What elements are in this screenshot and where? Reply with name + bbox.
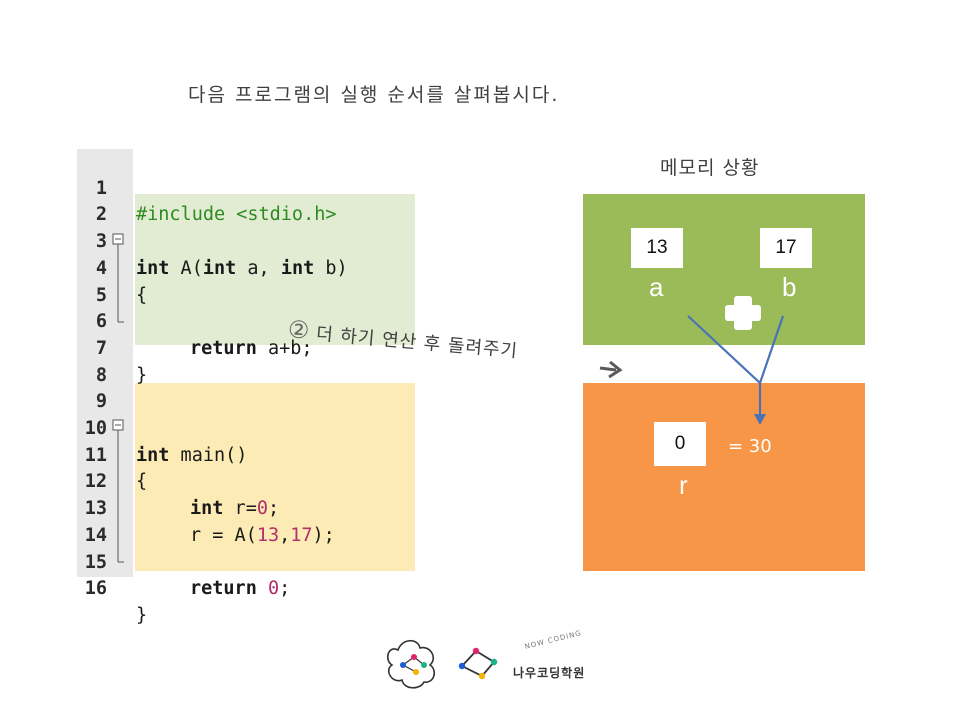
arrow-down-icon	[754, 414, 766, 425]
keyword: return	[190, 578, 257, 600]
code-line: 13 r = A(13,17);	[77, 469, 417, 546]
line-number: 9	[95, 391, 107, 413]
code-text: }	[136, 364, 148, 386]
instruction-title: 다음 프로그램의 실행 순서를 살펴봅시다.	[188, 84, 560, 106]
code-line: 14	[77, 496, 417, 546]
main-memory-frame: 0 r = 30	[583, 383, 865, 571]
code-line: 10 int main()	[77, 389, 417, 466]
code-line: 6 return a+b;	[77, 283, 417, 359]
arrow-right-icon	[599, 360, 623, 379]
line-number: 16	[84, 578, 107, 600]
code-line: 16 }	[77, 550, 417, 626]
code-token: ;	[279, 578, 291, 600]
return-result: = 30	[728, 436, 772, 457]
keyword: int	[190, 498, 224, 520]
code-token: main()	[169, 444, 248, 466]
code-token: );	[312, 524, 335, 546]
line-number: 5	[95, 284, 107, 306]
plus-icon	[725, 296, 761, 330]
keyword: return	[190, 337, 257, 359]
param-a-value: 13	[631, 228, 683, 268]
code-token: r = A(	[190, 524, 257, 546]
flow-line-b	[758, 315, 785, 384]
line-number: 12	[84, 471, 107, 493]
code-editor: 1 #include <stdio.h> 2 3 int A(int a, in…	[77, 149, 417, 626]
line-number: 3	[95, 231, 107, 253]
number-literal: 0	[256, 498, 268, 520]
main-function-highlight	[135, 383, 415, 571]
code-token: b)	[314, 257, 348, 279]
flow-line-a	[687, 315, 761, 384]
code-line: 3 int A(int a, int b)	[77, 202, 417, 279]
var-r-label: r	[679, 470, 688, 500]
code-token: a,	[236, 257, 281, 279]
code-text: #include <stdio.h>	[136, 204, 337, 226]
line-number: 14	[84, 524, 107, 546]
fold-markers	[112, 233, 124, 563]
line-number: 6	[95, 311, 107, 333]
code-text: {	[136, 471, 148, 493]
code-text: int A(int a, int b)	[136, 256, 348, 283]
param-a-label: a	[649, 272, 664, 302]
code-token: a+b;	[256, 337, 313, 359]
line-number: 10	[84, 418, 107, 439]
number-literal: 17	[290, 524, 313, 546]
param-b-value: 17	[760, 228, 812, 268]
code-token: r=	[223, 498, 257, 520]
code-text: return a+b;	[190, 336, 313, 363]
code-line: 15 return 0;	[77, 523, 417, 600]
code-line: 1 #include <stdio.h>	[77, 149, 417, 226]
line-number-gutter	[77, 149, 133, 577]
code-token: ,	[279, 524, 291, 546]
memory-title: 메모리 상황	[660, 157, 760, 179]
function-a-highlight	[135, 194, 415, 345]
code-text: int r=0;	[190, 496, 279, 523]
code-line: 2	[77, 176, 417, 225]
code-text: }	[136, 604, 148, 626]
code-line: 11 {	[77, 416, 417, 493]
code-token: ;	[267, 498, 280, 520]
code-line: 12 int r=0;	[77, 443, 417, 519]
number-literal: 13	[256, 524, 280, 546]
function-a-memory-frame: 13 a 17 b	[583, 194, 865, 345]
code-line: 4 {	[77, 229, 417, 306]
line-number: 11	[84, 444, 107, 466]
line-number: 4	[95, 257, 107, 279]
code-text: int main()	[136, 443, 247, 470]
code-line: 5	[77, 256, 417, 306]
code-text: return 0;	[190, 576, 290, 603]
line-number: 15	[84, 551, 107, 573]
number-literal: 0	[267, 578, 280, 600]
var-r-value: 0	[654, 422, 706, 466]
line-number: 8	[95, 364, 107, 386]
keyword: int	[280, 257, 315, 279]
code-line: 9	[77, 363, 417, 412]
network-logo-icon	[458, 647, 498, 680]
code-text: r = A(13,17);	[190, 523, 335, 550]
code-line: 8	[77, 336, 417, 386]
param-b-label: b	[782, 272, 797, 302]
keyword: int	[136, 257, 170, 279]
line-number: 13	[84, 498, 107, 520]
brain-logo-icon	[386, 639, 436, 689]
code-token: A(	[169, 257, 203, 279]
line-number: 2	[95, 204, 107, 226]
line-number: 7	[95, 337, 107, 359]
code-line: 7 }	[77, 309, 417, 386]
line-number: 1	[95, 177, 107, 199]
keyword: int	[136, 444, 170, 466]
code-text: {	[136, 284, 148, 306]
keyword: int	[202, 257, 237, 279]
logo-name: 나우코딩학원	[513, 666, 586, 680]
